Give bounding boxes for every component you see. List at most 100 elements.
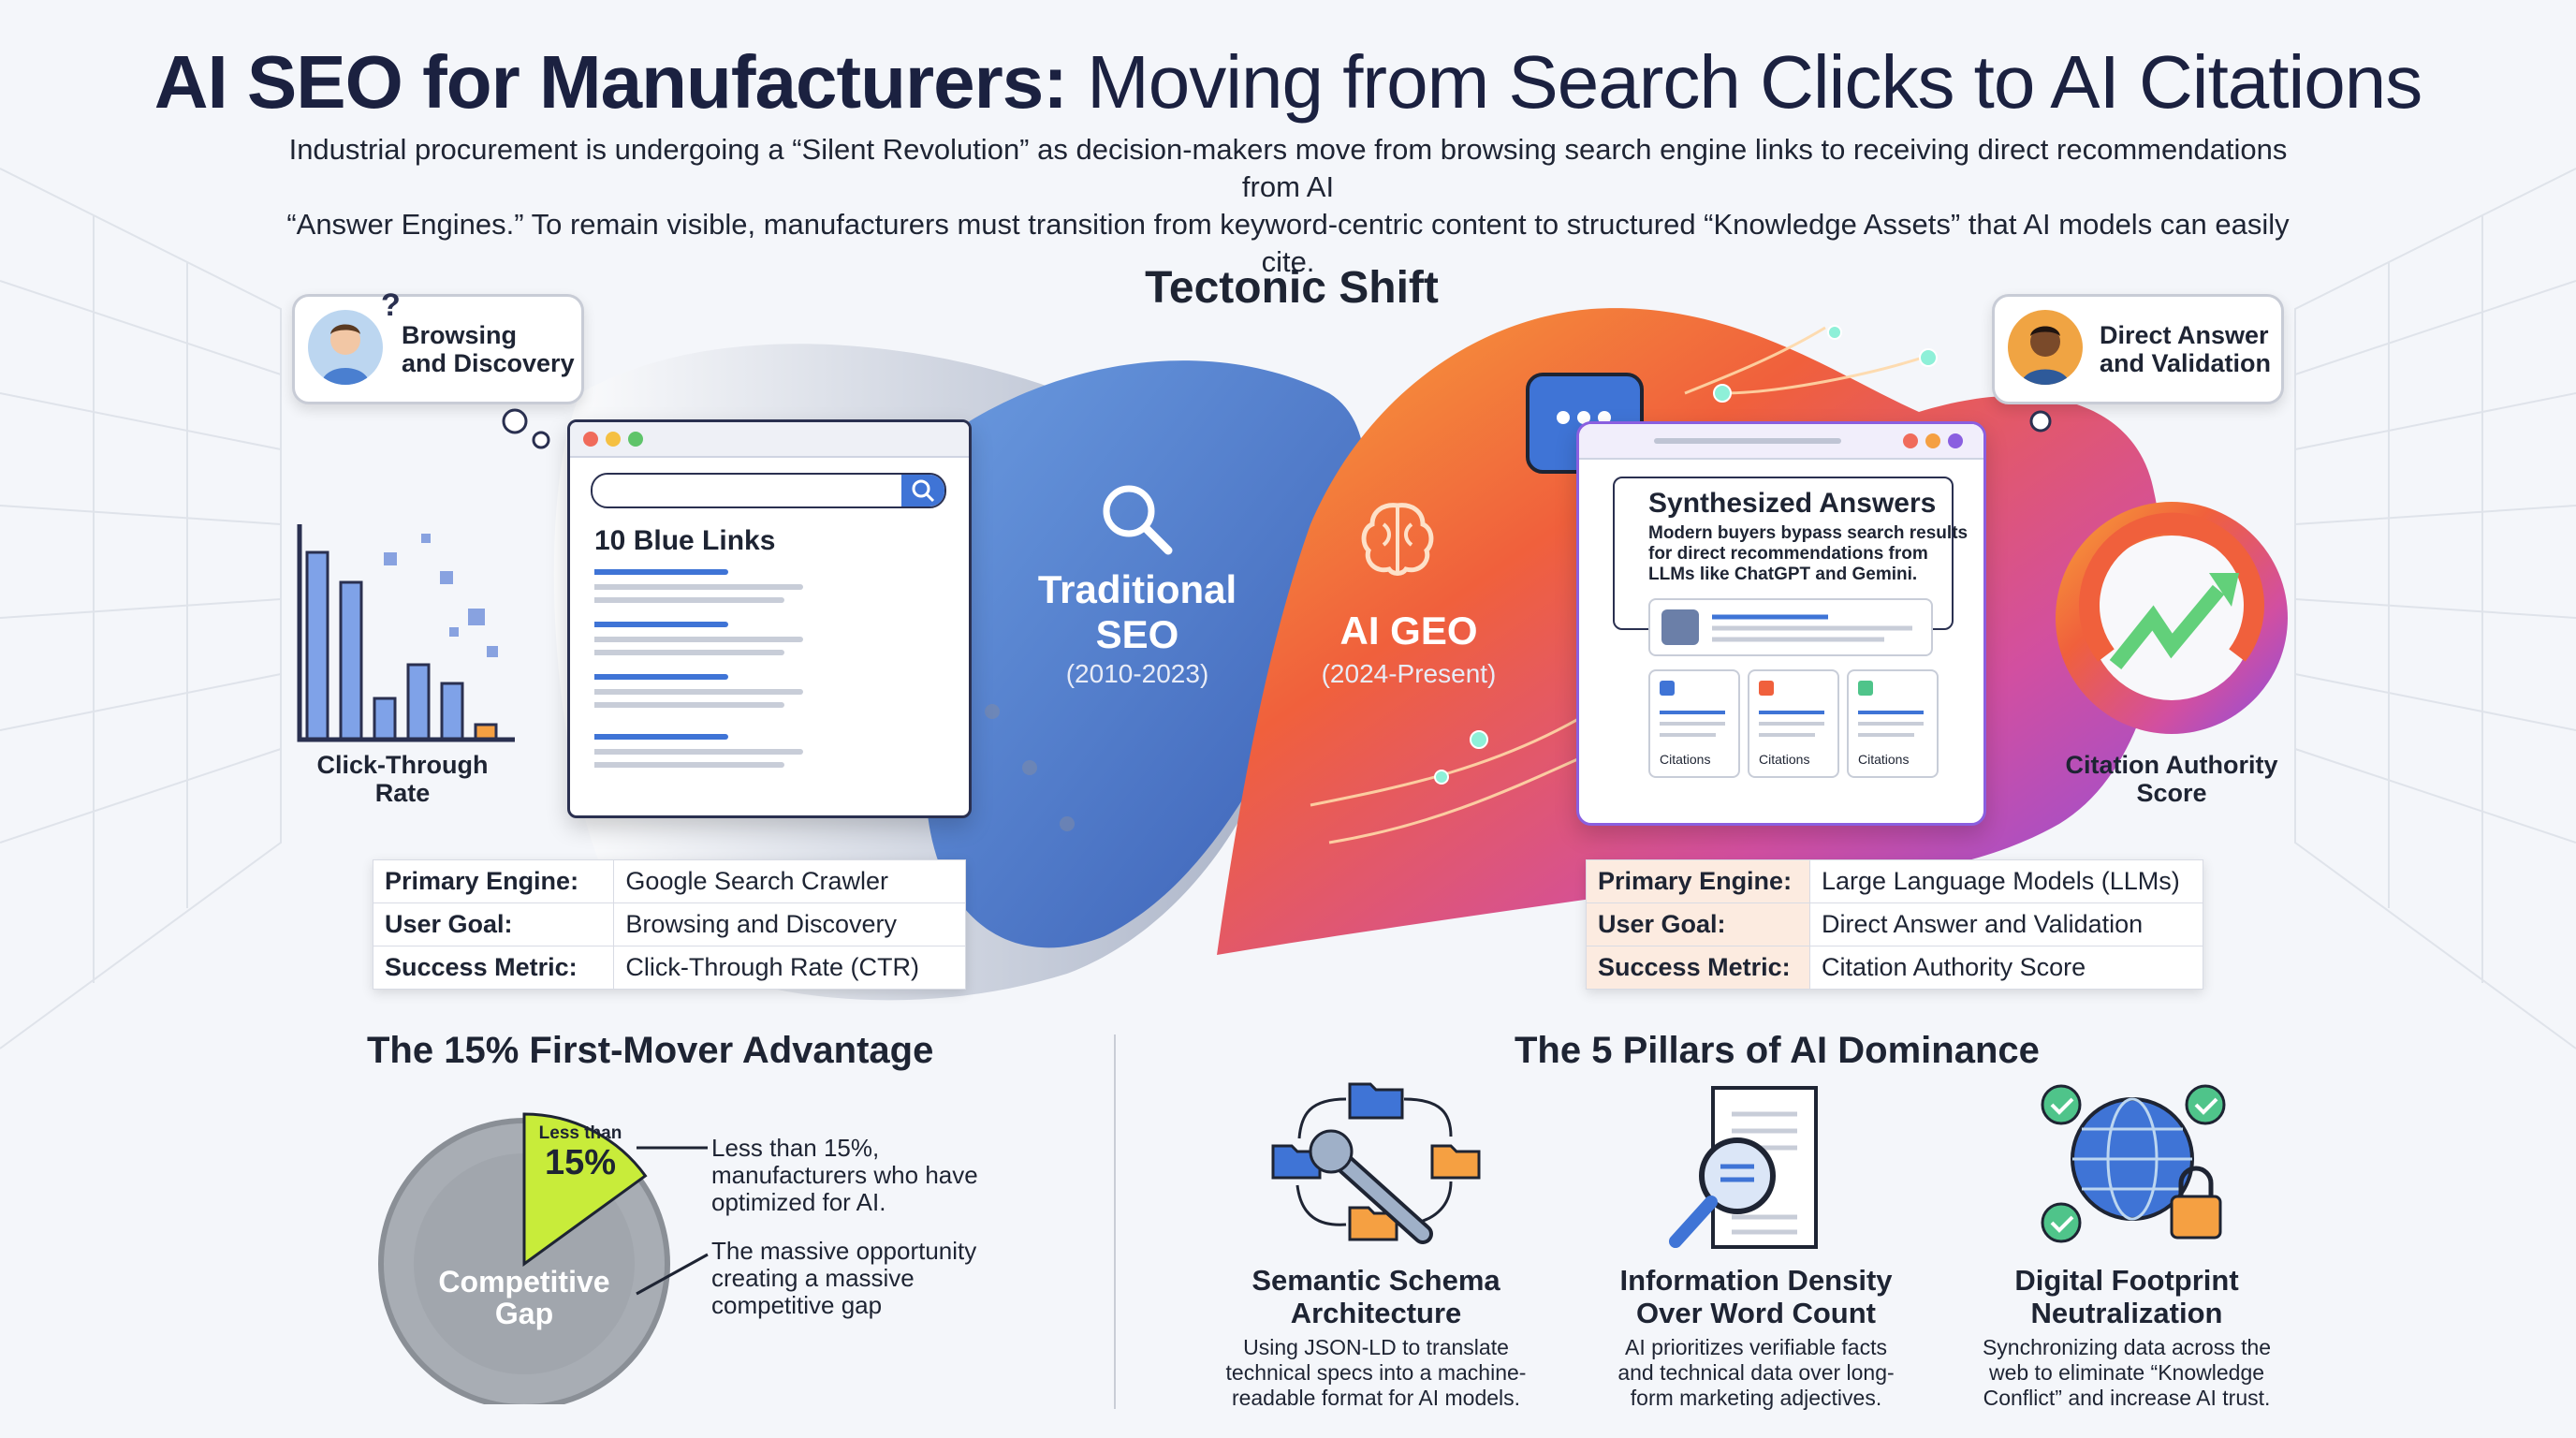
synthesized-answers-text: Modern buyers bypass search results for … bbox=[1648, 523, 1968, 585]
search-button[interactable] bbox=[901, 475, 944, 506]
search-input[interactable] bbox=[591, 473, 946, 508]
gap-label-text: Gap bbox=[494, 1297, 554, 1330]
table-value: Browsing and Discovery bbox=[613, 902, 966, 946]
magnifier-icon bbox=[1103, 485, 1173, 555]
minimize-dot-icon bbox=[1925, 433, 1940, 448]
ctr-bar bbox=[406, 663, 431, 741]
caption-text: Score bbox=[2136, 779, 2207, 807]
table-row: Success Metric:Click-Through Rate (CTR) bbox=[372, 946, 966, 990]
table-row: Primary Engine:Large Language Models (LL… bbox=[1585, 859, 2203, 903]
caption-text: Rate bbox=[374, 779, 431, 807]
subtitle-line: “Answer Engines.” To remain visible, man… bbox=[286, 208, 2290, 278]
user-avatar-icon bbox=[308, 310, 383, 385]
brain-icon bbox=[1361, 503, 1434, 576]
citation-label: Citations bbox=[1660, 752, 1711, 767]
citation-card: Citations bbox=[1648, 669, 1740, 778]
pillar-desc-line: AI prioritizes verifiable facts bbox=[1625, 1335, 1887, 1359]
blue-links-heading: 10 Blue Links bbox=[594, 525, 776, 556]
citation-card: Citations bbox=[1847, 669, 1939, 778]
citation-card: Citations bbox=[1748, 669, 1839, 778]
chart-axis bbox=[297, 524, 515, 742]
panel-title-text: Traditional bbox=[1037, 567, 1237, 611]
answer-preview-card bbox=[1648, 598, 1933, 656]
caption-text: Citation Authority bbox=[2065, 751, 2278, 779]
ai-window-title-bar bbox=[1579, 424, 1983, 460]
ai-answer-window: Synthesized Answers Modern buyers bypass… bbox=[1576, 421, 1986, 826]
ctr-bar-chart bbox=[297, 524, 515, 742]
table-key: User Goal: bbox=[372, 902, 615, 946]
caption-text: Click-Through bbox=[316, 751, 489, 779]
gap-label-text: Competitive bbox=[438, 1265, 610, 1299]
answers-line: for direct recommendations from bbox=[1648, 544, 1928, 564]
answers-line: LLMs like ChatGPT and Gemini. bbox=[1648, 565, 1918, 584]
traditional-seo-blob bbox=[915, 360, 1366, 948]
slice-label-big: 15% bbox=[544, 1143, 617, 1182]
annotation-text: optimized for AI. bbox=[711, 1188, 886, 1216]
browsing-thought-bubble: Browsing and Discovery ? bbox=[292, 287, 584, 404]
ctr-bar bbox=[305, 550, 329, 741]
minimize-dot-icon bbox=[606, 432, 621, 447]
pillar-desc-line: and technical data over long- bbox=[1617, 1360, 1895, 1385]
citation-label: Citations bbox=[1858, 752, 1910, 767]
table-value: Direct Answer and Validation bbox=[1809, 902, 2203, 946]
ctr-bar bbox=[339, 580, 363, 741]
ai-geo-years: (2024-Present) bbox=[1321, 659, 1497, 688]
schema-wrench-icon bbox=[1271, 1082, 1481, 1244]
browser-title-bar bbox=[570, 422, 969, 458]
table-key: Primary Engine: bbox=[372, 859, 615, 903]
citation-label: Citations bbox=[1759, 752, 1810, 767]
pillar-desc-line: Synchronizing data across the bbox=[1982, 1335, 2272, 1359]
ai-network-lines bbox=[1310, 326, 1929, 844]
synthesized-answers-heading: Synthesized Answers bbox=[1648, 488, 1937, 519]
panel-title-text: SEO bbox=[1095, 612, 1179, 656]
traditional-seo-years: (2010-2023) bbox=[1065, 659, 1209, 688]
table-value: Large Language Models (LLMs) bbox=[1809, 859, 2203, 903]
title-bar-line bbox=[1654, 438, 1841, 444]
pillar-title-line: Over Word Count bbox=[1635, 1297, 1877, 1329]
pillar-desc-line: technical specs into a machine- bbox=[1225, 1360, 1527, 1385]
bubble-text: Browsing bbox=[402, 321, 518, 349]
thought-dots-icon bbox=[2029, 410, 2052, 433]
traditional-seo-table: Primary Engine:Google Search Crawler Use… bbox=[372, 859, 966, 990]
optimized-slice bbox=[522, 1112, 648, 1267]
pillar-title-line: Information Density bbox=[1619, 1264, 1893, 1297]
citation-score-gauge bbox=[2056, 502, 2288, 734]
pillar-desc-line: form marketing adjectives. bbox=[1630, 1386, 1882, 1410]
search-browser-window: 10 Blue Links bbox=[567, 419, 972, 818]
close-dot-icon bbox=[1903, 433, 1918, 448]
ai-geo-title: AI GEO bbox=[1339, 609, 1478, 653]
citation-score-caption: Citation Authority Score bbox=[2050, 751, 2293, 807]
annotation-text: Less than 15%, bbox=[711, 1134, 880, 1162]
annotation-leader-lines bbox=[636, 1146, 709, 1296]
maximize-dot-icon bbox=[628, 432, 643, 447]
bubble-text: Direct Answer bbox=[2100, 321, 2269, 349]
thought-dots-icon bbox=[502, 408, 550, 449]
page-subtitle: Industrial procurement is undergoing a “… bbox=[281, 131, 2295, 281]
bubble-text: and Discovery bbox=[402, 349, 575, 377]
left-grid bbox=[0, 168, 282, 1049]
annotation-text: manufacturers who have bbox=[711, 1161, 978, 1189]
table-value: Citation Authority Score bbox=[1809, 946, 2203, 990]
ctr-bar bbox=[440, 682, 464, 741]
user-avatar-icon bbox=[2008, 310, 2083, 385]
slice-label-small: Less than bbox=[538, 1123, 622, 1143]
table-key: Success Metric: bbox=[372, 946, 615, 990]
gap-annotation: The massive opportunity creating a massi… bbox=[711, 1238, 976, 1319]
table-value: Google Search Crawler bbox=[613, 859, 966, 903]
page-title: AI SEO for Manufacturers: Moving from Se… bbox=[154, 40, 2423, 124]
bubble-text: and Validation bbox=[2100, 349, 2272, 377]
ctr-caption: Click-Through Rate bbox=[281, 751, 524, 807]
question-mark-icon: ? bbox=[381, 287, 401, 323]
table-row: User Goal:Direct Answer and Validation bbox=[1585, 902, 2203, 946]
pillar-title-line: Architecture bbox=[1290, 1297, 1462, 1329]
competitive-gap-label: Competitive Gap bbox=[412, 1266, 637, 1329]
maximize-dot-icon bbox=[1948, 433, 1963, 448]
